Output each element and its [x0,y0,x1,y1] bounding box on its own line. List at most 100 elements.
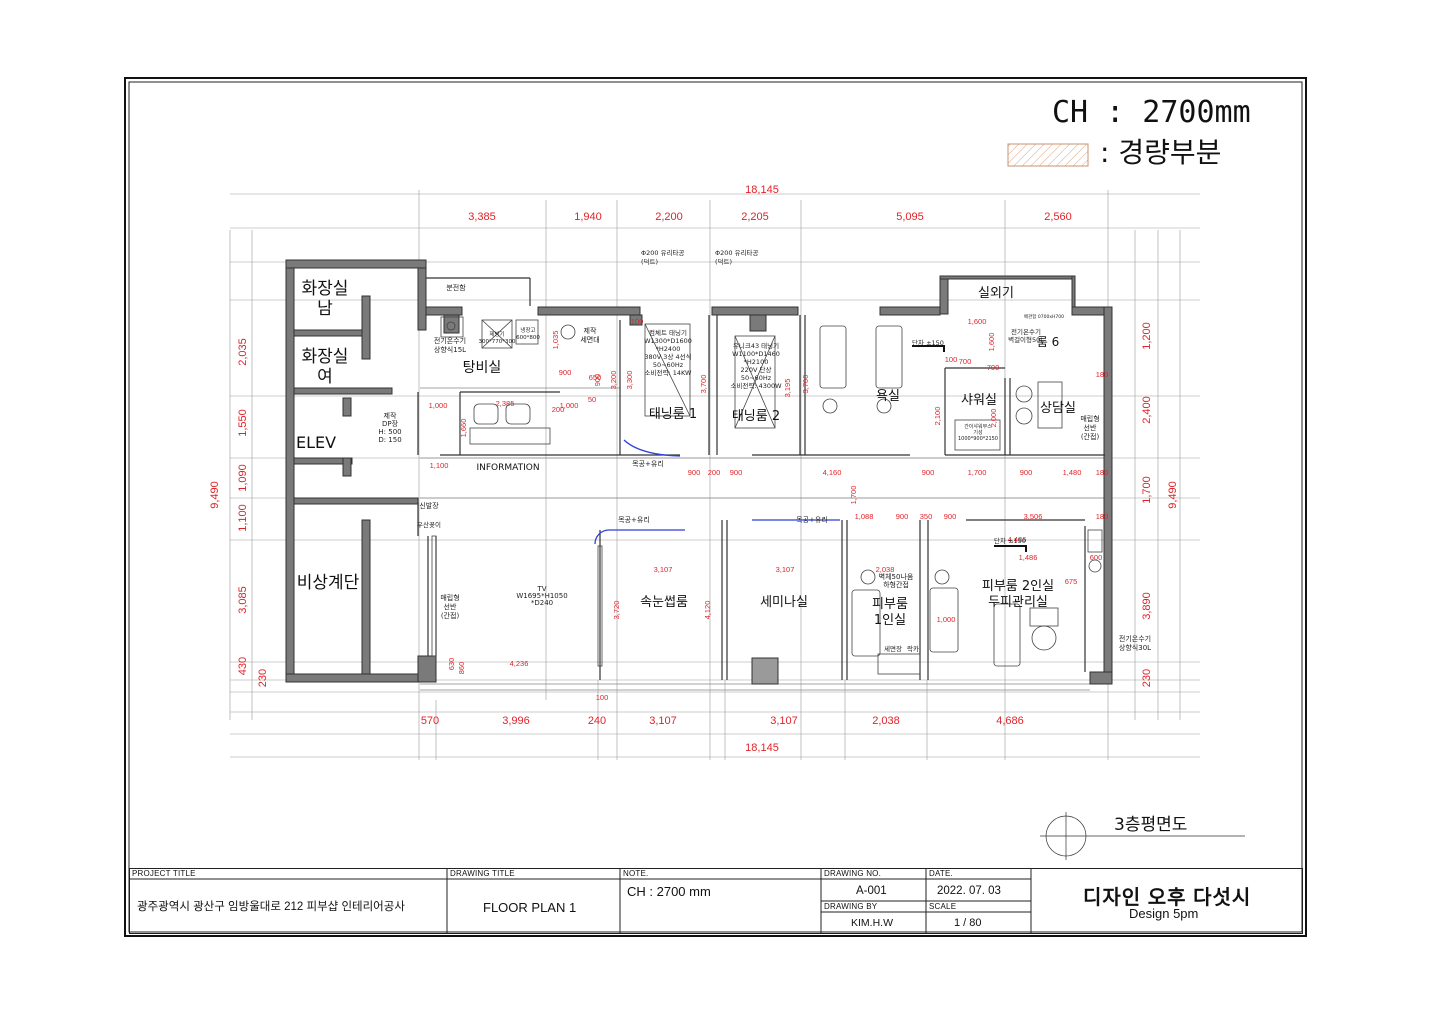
dim-top-0: 3,385 [468,211,496,223]
dim-inner-0: 2,385 [496,399,515,408]
dim-inner-v-0: 3,300 [625,371,634,390]
dim-top-5: 2,560 [1044,211,1072,223]
note-built-in-shelf-right-line-1: 선반 [1084,423,1097,432]
dim-inner-26: 600 [1090,553,1103,562]
dim-inner-33: 200 [552,405,565,414]
note-duct-2-line-0: Φ200 유리타공 [715,248,759,257]
dim-inner-v-13: 630 [447,658,456,671]
note-shower-booth-line-2: 1000*900*2150 [958,436,998,442]
dim-top-4: 5,095 [896,211,924,223]
room-skin-2-line-0: 피부룸 2인실 [982,579,1054,594]
step-marks [912,345,1027,552]
dim-top-2: 2,200 [655,211,683,223]
drawing-no: A-001 [856,885,887,897]
room-outdoor-unit: 실외기 [978,286,1014,301]
room-skin-1-line-1: 1인실 [874,613,906,628]
legend-ceiling-height: CH : 2700mm [1052,95,1251,130]
dim-inner-5: 200 [708,468,721,477]
room-6: 룸 6 [1037,335,1060,349]
sheet-outer-frame [124,77,1307,937]
note-duct-1-line-1: (덕트) [641,257,658,266]
note-ice-maker-line-0: 제빙기 [489,330,504,338]
note-tanning-2-spec-line-5: 소비전력: 4300W [730,381,782,390]
dim-left-total: 9,490 [209,481,221,509]
note-tv-line-2: *D240 [531,599,553,607]
room-consult: 상담실 [1040,401,1076,416]
note-water-heater-30l-line-1: 상향식30L [1119,643,1151,652]
note-shower-booth-line-0: 간이샤워부스 [964,423,992,430]
dim-top-3: 2,205 [741,211,769,223]
note-drawing-small: 배관함 0700xH700 [1024,313,1064,320]
dim-inner-15: 1,088 [855,512,874,521]
note-label: NOTE. [623,869,649,878]
dim-left-5: 430 [237,657,249,675]
note-duct-2-line-1: (덕트) [715,257,732,266]
dim-inner-v-12: 2,000 [989,409,998,428]
project-title: 광주광역시 광산구 임방울대로 212 피부샵 인테리어공사 [137,901,405,913]
dim-inner-6: 900 [730,468,743,477]
dim-left-0: 2,035 [237,338,249,366]
dim-inner-9: 4,160 [823,468,842,477]
dim-bottom-0: 570 [421,715,439,727]
dim-inner-10: 1,700 [968,468,987,477]
dim-inner-36: 650 [589,373,602,382]
note-vanity: 세면장 [884,644,902,653]
note-tanning-2-spec-line-0: 유니크43 태닝기 [733,341,779,350]
note-wood-glass-1: 목공+유리 [632,459,664,468]
note-water-heater-30l-line-0: 전기온수기 [1119,634,1151,643]
dim-inner-18: 900 [944,512,957,521]
note-value: CH : 2700 mm [627,884,711,899]
title-block-grid [129,868,1303,934]
dim-inner-v-7: 3,720 [612,601,621,620]
legend-hatch-swatch [1007,143,1089,167]
dim-inner-11: 1,480 [1063,468,1082,477]
dim-bottom-3: 3,107 [649,715,677,727]
note-dp-cabinet-line-3: D: 150 [378,436,401,444]
dim-inner-20: 3,107 [654,565,673,574]
dim-inner-23: 1,600 [968,317,987,326]
room-emergency-stairs: 비상계단 [297,573,360,593]
view-name: 3층평면도 [1114,815,1187,835]
dim-inner-1: 1,000 [429,401,448,410]
note-ice-maker-line-1: 300*770*300 [479,339,516,345]
dim-inner-v-5: 1,035 [551,331,560,350]
note-tv-line-0: TV [536,585,546,593]
dim-inner-22: 2,038 [876,565,895,574]
door-swings [594,439,840,545]
note-sink-line-0: 제작 [584,326,597,335]
title-block: PROJECT TITLE 광주광역시 광산구 임방울대로 212 피부샵 인테… [129,868,1303,934]
room-seminar: 세미나실 [760,595,808,610]
room-tanning-1: 태닝룸 1 [649,407,697,422]
date-label: DATE. [929,869,953,878]
note-tanning-1-spec-line-2: *H2400 [656,345,681,353]
note-umbrella: 우산꽂이 [417,520,441,529]
dim-total-top: 18,145 [745,184,779,196]
room-toilet-men-line-1: 남 [317,299,333,319]
note-tanning-1-spec-line-5: 소비전력: 14KW [645,368,692,377]
sheet-inner-frame [128,81,1303,933]
note-step-2: 단차 ±150 [994,536,1026,545]
dim-inner-8: 900 [1020,468,1033,477]
dim-inner-21: 3,107 [776,565,795,574]
walls [285,259,1113,685]
legend-lightweight-label: : 경량부분 [1100,136,1221,169]
note-wood-glass-3: 목공+유리 [796,515,828,524]
room-toilet-men-line-0: 화장실 [302,279,349,299]
note-locker: 락카 [907,644,919,653]
dim-inner-27: 4,236 [510,659,529,668]
room-elevator: ELEV [296,433,336,452]
dim-left-4: 3,085 [237,586,249,614]
dim-inner-v-14: 860 [457,662,466,675]
note-dp-cabinet-line-2: H: 500 [378,428,401,436]
date-value: 2022. 07. 03 [937,885,1001,897]
note-built-in-shelf-right-line-2: (간접) [1081,432,1100,441]
room-skin-2-line-1: 두피관리실 [988,595,1048,610]
dim-bottom-2: 240 [588,715,606,727]
note-water-heater-15l-line-1: 상향식15L [434,345,466,354]
dim-left-2: 1,090 [237,464,249,492]
dim-left-1: 1,550 [237,409,249,437]
dim-inner-v-4: 3,700 [801,375,810,394]
note-step-1: 단차 ±150 [912,338,944,347]
note-built-in-shelf-left-line-1: 선반 [444,602,457,611]
drawing-no-label: DRAWING NO. [824,869,882,878]
